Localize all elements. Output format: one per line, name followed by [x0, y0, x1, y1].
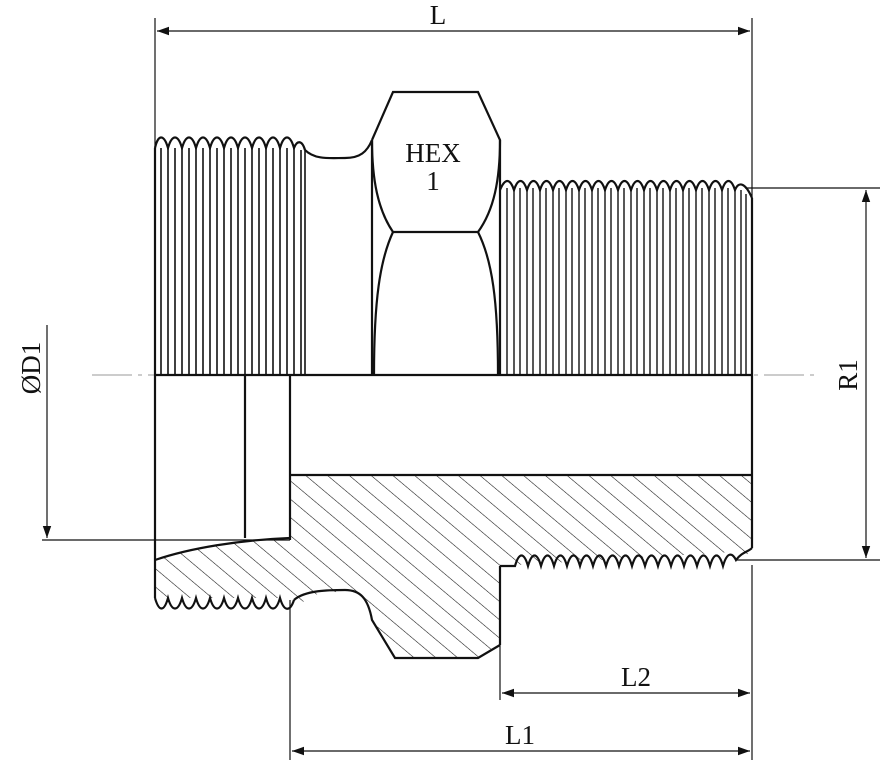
right-thread-lines — [506, 188, 747, 375]
left-thread-root-bottom — [153, 594, 296, 610]
left-thread-lines — [160, 148, 306, 375]
section-outline — [153, 375, 754, 660]
dim-label-L: L — [430, 0, 447, 30]
upper-outline — [153, 90, 754, 377]
right-thread-crest — [498, 179, 754, 199]
dim-label-L1: L1 — [505, 720, 535, 750]
dim-label-R1: R1 — [833, 359, 863, 391]
hex-label-line2: 1 — [426, 166, 440, 196]
section-hatch — [155, 475, 752, 658]
dim-label-L2: L2 — [621, 662, 651, 692]
dim-label-D1: ØD1 — [16, 342, 46, 395]
hex-upper-face — [370, 139, 502, 234]
hex-label-line1: HEX — [405, 138, 461, 168]
right-thread-root-bottom — [500, 547, 753, 570]
dimension-lines — [42, 18, 880, 760]
hex-outline — [370, 90, 502, 375]
left-thread-crest — [153, 136, 307, 152]
